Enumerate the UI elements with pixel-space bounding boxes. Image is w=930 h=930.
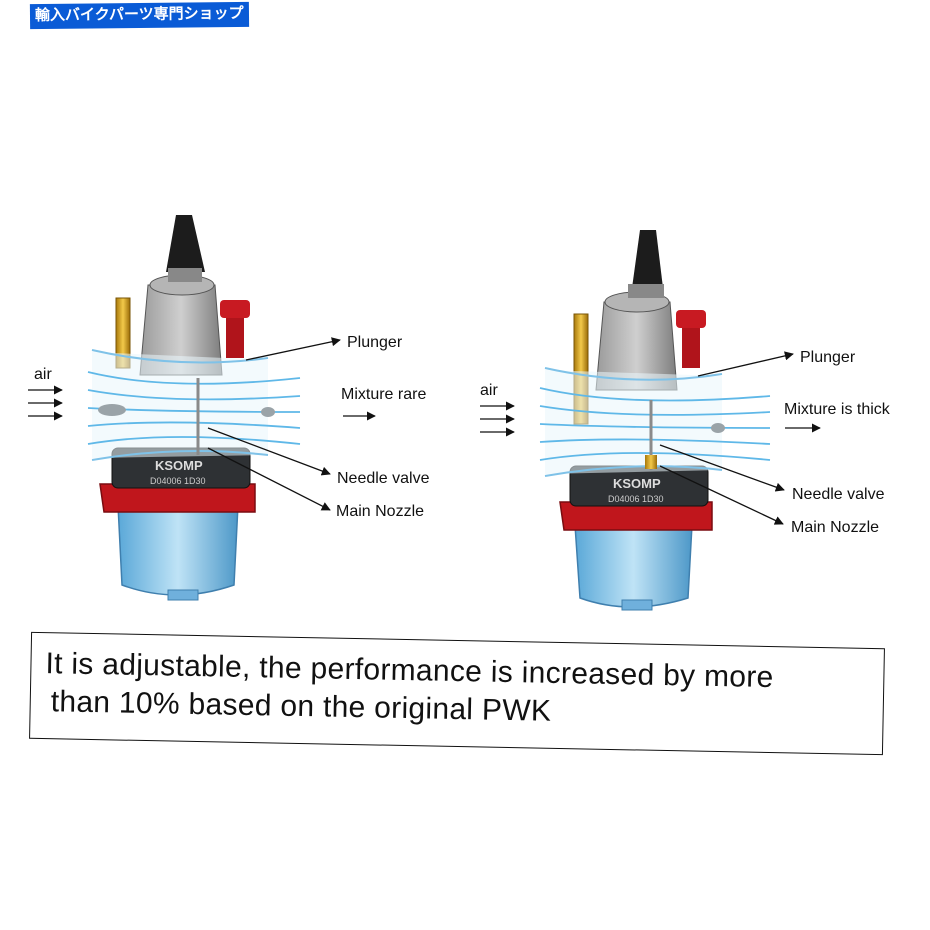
left-nozzle-label: Main Nozzle [336, 503, 424, 520]
carburetor-diagrams: KSOMP D04006 1D30 air Plu [28, 215, 891, 611]
right-needle-pointer [659, 444, 785, 492]
right-nozzle-label: Main Nozzle [791, 519, 879, 536]
left-needle-pointer [207, 427, 331, 476]
right-carburetor: KSOMP D04006 1D30 [539, 230, 771, 611]
left-air-arrows [28, 385, 63, 421]
left-carburetor: KSOMP D04006 1D30 [87, 215, 301, 601]
right-air-arrows [480, 401, 515, 437]
brand-text: KSOMP [613, 476, 661, 491]
left-plunger-label: Plunger [347, 334, 403, 351]
right-plunger-label: Plunger [800, 349, 856, 366]
performance-note: It is adjustable, the performance is inc… [44, 645, 869, 737]
left-nozzle-pointer [207, 447, 331, 511]
left-air-label: air [34, 366, 52, 383]
left-plunger-pointer [245, 337, 341, 361]
right-needle-label: Needle valve [792, 486, 885, 503]
right-mixture-label: Mixture is thick [784, 401, 891, 418]
performance-note-box: It is adjustable, the performance is inc… [29, 631, 885, 756]
left-mixture-label: Mixture rare [341, 386, 426, 403]
right-air-label: air [480, 382, 498, 399]
left-needle-label: Needle valve [337, 470, 430, 487]
brand-text: KSOMP [155, 458, 203, 473]
model-code: D04006 1D30 [150, 476, 206, 486]
right-nozzle-pointer [659, 465, 784, 525]
model-code: D04006 1D30 [608, 494, 664, 504]
right-plunger-pointer [697, 351, 794, 377]
